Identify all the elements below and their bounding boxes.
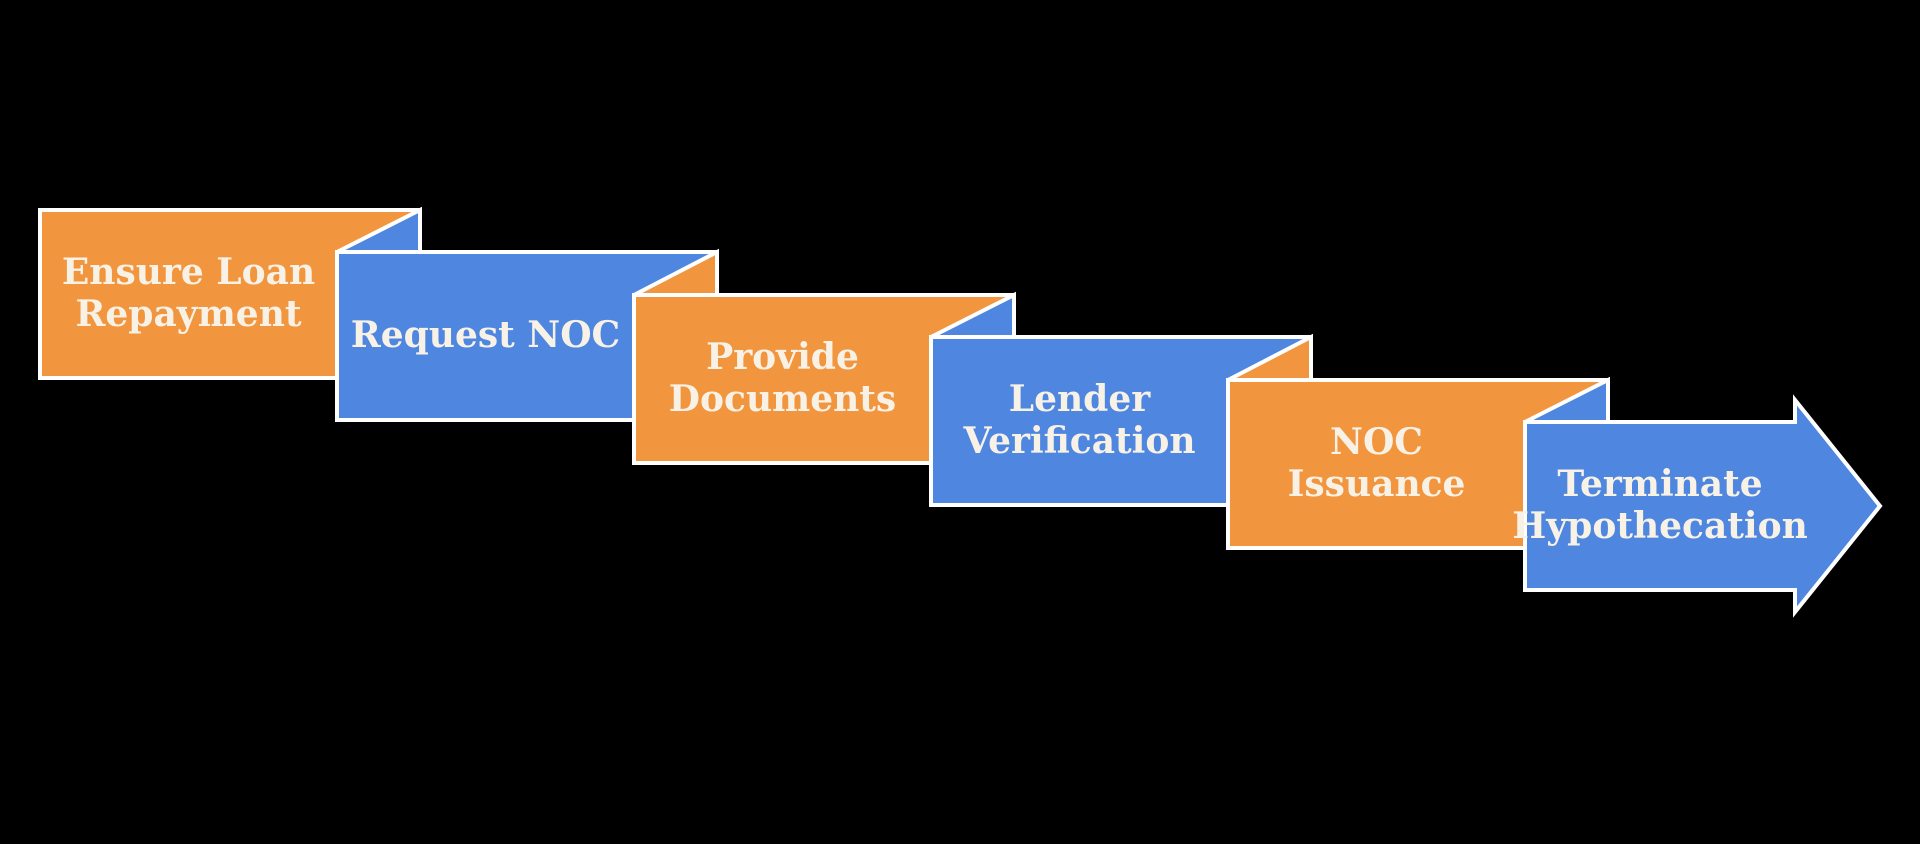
step-6-arrow (1523, 394, 1883, 618)
